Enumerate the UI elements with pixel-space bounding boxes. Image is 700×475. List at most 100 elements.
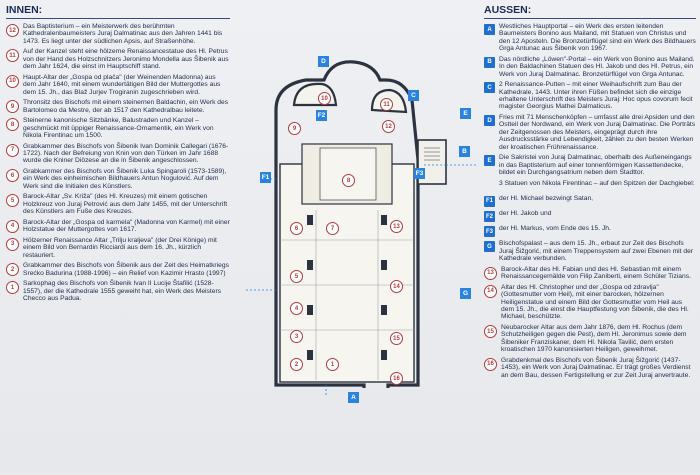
outside-section: AUSSEN: A Westliches Hauptportal – ein We… bbox=[484, 4, 696, 382]
legend-text: Barock-Altar der „Gospa od karmela" (Mad… bbox=[23, 218, 230, 234]
legend-text: Bischofspalast – aus dem 15. Jh., erbaut… bbox=[499, 240, 694, 263]
legend-entry: B Das nördliche „Löwen"-Portal – ein Werk… bbox=[484, 56, 696, 78]
legend-entry: 9 Thronsitz des Bischofs mit einem steine… bbox=[6, 99, 230, 114]
legend-text: 2 Renaissance-Putten – mit einer Weihauf… bbox=[499, 81, 693, 111]
legend-marker: 10 bbox=[6, 74, 19, 88]
legend-entry: 2 Grabkammer des Bischofs von Šibenik aus… bbox=[6, 262, 230, 277]
legend-text: Grabkammer des Bischofs von Šibenik Ivan… bbox=[23, 142, 229, 165]
legend-marker: 5 bbox=[6, 194, 19, 208]
legend-marker: F1 bbox=[484, 195, 495, 207]
legend-marker: F3 bbox=[484, 226, 495, 238]
legend-text: 3 Statuen von Nikola Firentinac – auf de… bbox=[499, 179, 695, 187]
plan-circle-marker: 1 bbox=[326, 358, 339, 371]
legend-entry: 3 Statuen von Nikola Firentinac – auf de… bbox=[484, 180, 696, 192]
legend-entry: C 2 Renaissance-Putten – mit einer Weihau… bbox=[484, 81, 696, 111]
plan-square-marker: F2 bbox=[316, 110, 327, 121]
legend-entry: 16 Grabdenkmal des Bischofs von Šibenik J… bbox=[484, 357, 696, 379]
legend-text: Barock-Altar des Hl. Fabian und des Hl. … bbox=[501, 265, 691, 281]
plan-circle-marker: 14 bbox=[390, 280, 403, 293]
legend-marker: 6 bbox=[6, 169, 19, 183]
legend-marker: 12 bbox=[6, 24, 19, 37]
legend-spacer bbox=[484, 181, 495, 192]
plan-circle-marker: 9 bbox=[288, 122, 301, 135]
plan-square-marker: G bbox=[460, 288, 471, 299]
legend-entry: 3 Hölzerner Renaissance Altar „Trilju kra… bbox=[6, 237, 230, 259]
plan-circle-marker: 15 bbox=[390, 332, 403, 345]
legend-marker: B bbox=[484, 56, 495, 68]
legend-entry: 13 Barock-Altar des Hl. Fabian und des Hl… bbox=[484, 266, 696, 281]
legend-marker: 15 bbox=[484, 325, 497, 339]
legend-entry: A Westliches Hauptportal – ein Werk des e… bbox=[484, 23, 696, 53]
legend-marker: C bbox=[484, 82, 495, 94]
plan-square-marker: A bbox=[348, 392, 359, 403]
legend-marker: 11 bbox=[6, 49, 19, 63]
outside-entry-list: A Westliches Hauptportal – ein Werk des e… bbox=[484, 23, 696, 379]
plan-circle-marker: 8 bbox=[342, 174, 355, 187]
plan-circle-marker: 3 bbox=[290, 330, 303, 343]
legend-entry: F3 der Hl. Markus, vom Ende des 15. Jh. bbox=[484, 225, 696, 238]
legend-marker: A bbox=[484, 24, 495, 35]
legend-entry: G Bischofspalast – aus dem 15. Jh., erbau… bbox=[484, 240, 696, 262]
plan-circle-marker: 5 bbox=[290, 270, 303, 283]
plan-circle-marker: 16 bbox=[390, 372, 403, 385]
legend-text: Das nördliche „Löwen"-Portal – ein Werk … bbox=[499, 55, 695, 78]
legend-text: Neubarocker Altar aus dem Jahr 1876, dem… bbox=[501, 324, 687, 354]
legend-text: Hölzerner Renaissance Altar „Trilju kral… bbox=[23, 236, 217, 259]
legend-text: Sarkophag des Bischofs von Šibenik Ivan … bbox=[23, 280, 222, 303]
legend-entry: F1 der Hl. Michael bezwingt Satan, bbox=[484, 195, 696, 207]
legend-text: Die Sakristei von Juraj Dalmatinac, ober… bbox=[499, 154, 692, 177]
plan-square-marker: F3 bbox=[414, 168, 425, 179]
legend-text: Haupt-Altar der „Gospa od plača" (der We… bbox=[23, 73, 221, 96]
legend-text: Grabkammer des Bischofs von Šibenik Luka… bbox=[23, 168, 227, 190]
plan-square-marker: D bbox=[318, 56, 329, 67]
legend-entry: E Die Sakristei von Juraj Dalmatinac, obe… bbox=[484, 154, 696, 176]
legend-text: Grabdenkmal des Bischofs von Šibenik Jur… bbox=[501, 356, 691, 379]
legend-marker: 2 bbox=[6, 263, 19, 277]
legend-text: Thronsitz des Bischofs mit einem steiner… bbox=[23, 99, 229, 114]
legend-marker: E bbox=[484, 155, 495, 167]
legend-text: der Hl. Michael bezwingt Satan, bbox=[499, 194, 594, 202]
plan-circle-marker: 13 bbox=[390, 220, 403, 233]
legend-text: Westliches Hauptportal – ein Werk des er… bbox=[499, 23, 696, 53]
legend-entry: 14 Altar des Hl. Christopher und der „Gos… bbox=[484, 284, 696, 321]
legend-marker: 1 bbox=[6, 281, 19, 295]
legend-marker: 4 bbox=[6, 219, 19, 233]
plan-circle-marker: 6 bbox=[290, 222, 303, 235]
plan-square-marker: C bbox=[408, 90, 419, 101]
plan-circle-marker: 11 bbox=[380, 98, 393, 111]
legend-text: der Hl. Markus, vom Ende des 15. Jh. bbox=[499, 225, 611, 233]
legend-marker: 3 bbox=[6, 237, 19, 251]
legend-marker: 9 bbox=[6, 100, 19, 114]
floor-plan-drawing bbox=[246, 60, 476, 395]
legend-marker: F2 bbox=[484, 211, 495, 223]
plan-circle-marker: 4 bbox=[290, 302, 303, 315]
legend-text: Steinerne kanonische Sitzbänke, Balustra… bbox=[23, 117, 214, 140]
inside-section-title: INNEN: bbox=[6, 4, 230, 19]
legend-text: Fries mit 71 Menschenköpfen – umfasst al… bbox=[499, 114, 696, 151]
legend-entry: 4 Barock-Altar der „Gospa od karmela" (Ma… bbox=[6, 219, 230, 234]
legend-marker: 13 bbox=[484, 266, 497, 280]
plan-square-marker: F1 bbox=[260, 172, 271, 183]
outside-section-title: AUSSEN: bbox=[484, 4, 696, 19]
plan-circle-marker: 10 bbox=[318, 92, 331, 105]
legend-marker: G bbox=[484, 241, 495, 253]
legend-text: Grabkammer des Bischofs von Šibenik aus … bbox=[23, 262, 229, 277]
legend-entry: 10 Haupt-Altar der „Gospa od plača" (der … bbox=[6, 74, 230, 96]
legend-entry: 15 Neubarocker Altar aus dem Jahr 1876, d… bbox=[484, 324, 696, 354]
legend-text: Altar des Hl. Christopher und der „Gospa… bbox=[501, 283, 689, 321]
plan-square-marker: E bbox=[460, 108, 471, 119]
legend-entry: 1 Sarkophag des Bischofs von Šibenik Ivan… bbox=[6, 280, 230, 302]
plan-circle-marker: 12 bbox=[382, 120, 395, 133]
legend-marker: 16 bbox=[484, 357, 497, 371]
legend-marker: 14 bbox=[484, 284, 497, 298]
